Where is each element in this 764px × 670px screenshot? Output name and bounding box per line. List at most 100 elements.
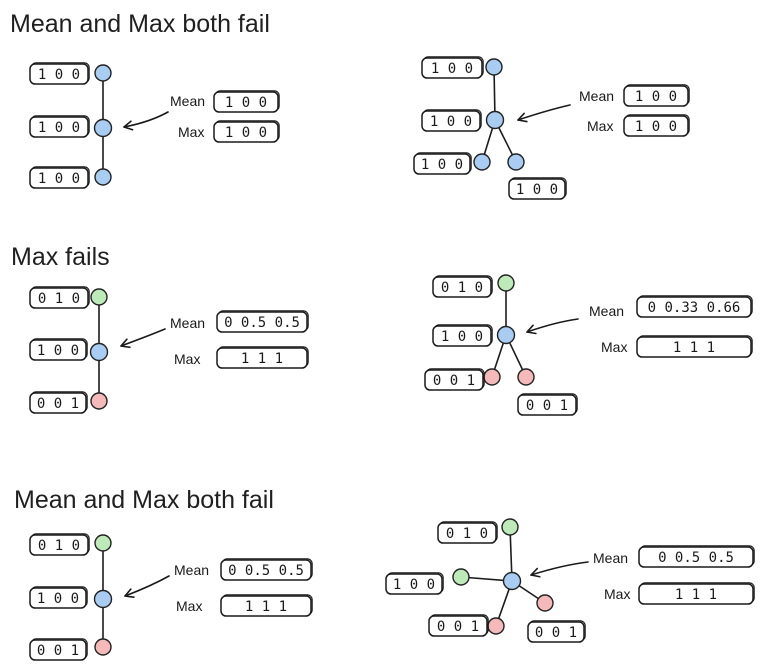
center-feature: 1 0 0 — [29, 338, 88, 361]
mean-value-text: 0 0.33 0.66 — [648, 300, 741, 316]
max-label: Max — [176, 598, 202, 614]
max-value-text: 1 1 1 — [673, 340, 715, 356]
mean-value-text: 0 0.5 0.5 — [658, 550, 734, 566]
mean-label: Mean — [174, 562, 209, 578]
mean-value-text: 1 0 0 — [635, 89, 677, 105]
mean-value-text: 0 0.5 0.5 — [228, 563, 304, 579]
max-value: 1 1 1 — [216, 346, 309, 369]
arrowhead — [526, 324, 537, 335]
center-feature: 1 0 0 — [29, 586, 88, 609]
neighbor-node — [497, 274, 515, 292]
mean-label: Mean — [589, 303, 624, 319]
neighbor-feature: 0 1 0 — [29, 533, 90, 556]
mean-value: 1 0 0 — [213, 90, 280, 113]
arrow — [530, 561, 589, 576]
neighbor-node — [487, 617, 505, 635]
max-value-text: 1 0 0 — [225, 125, 267, 141]
neighbor-feature-text: 0 0 1 — [433, 373, 475, 389]
max-label: Max — [587, 118, 613, 134]
center-node — [485, 110, 505, 130]
center-node — [89, 342, 109, 362]
neighbor-feature: 1 0 0 — [413, 152, 472, 175]
max-value: 1 0 0 — [623, 114, 690, 137]
center-feature: 1 0 0 — [29, 115, 90, 138]
neighbor-node — [485, 58, 503, 76]
neighbor-feature: 0 0 1 — [517, 393, 578, 416]
neighbor-feature-text: 0 0 1 — [526, 398, 568, 414]
arrow — [124, 575, 170, 597]
neighbor-feature: 0 0 1 — [29, 391, 88, 414]
center-node — [93, 589, 113, 609]
neighbor-feature: 1 0 0 — [421, 56, 484, 79]
neighbor-feature-text: 0 0 1 — [37, 396, 79, 412]
neighbor-node — [536, 594, 554, 612]
neighbor-feature: 0 0 1 — [29, 638, 88, 661]
center-feature-text: 1 0 0 — [37, 591, 79, 607]
neighbor-feature: 0 1 0 — [437, 521, 498, 544]
arrowhead — [124, 588, 135, 598]
neighbor-feature-text: 1 0 0 — [38, 67, 80, 83]
neighbor-node — [473, 153, 491, 171]
arrow — [123, 111, 169, 128]
neighbor-node — [483, 368, 501, 386]
neighbor-feature-text: 1 0 0 — [431, 61, 473, 77]
neighbor-feature: 1 0 0 — [29, 166, 90, 189]
mean-value: 0 0.5 0.5 — [216, 310, 309, 333]
neighbor-feature-text: 0 1 0 — [38, 291, 80, 307]
arrowhead — [517, 112, 528, 123]
neighbor-node — [94, 534, 112, 552]
neighbor-feature: 0 0 1 — [424, 368, 485, 391]
max-value: 1 1 1 — [638, 582, 755, 605]
mean-label: Mean — [170, 315, 205, 331]
neighbor-feature: 0 0 1 — [527, 620, 586, 643]
mean-label: Mean — [579, 88, 614, 104]
neighbor-node — [90, 288, 108, 306]
max-value: 1 1 1 — [220, 594, 313, 617]
center-feature-text: 1 0 0 — [38, 120, 80, 136]
neighbor-node — [94, 64, 112, 82]
center-feature: 1 0 0 — [432, 324, 493, 347]
neighbor-feature-text: 0 0 1 — [37, 643, 79, 659]
mean-value: 0 0.33 0.66 — [636, 295, 753, 318]
neighbor-feature: 0 1 0 — [432, 275, 493, 298]
center-node — [502, 571, 522, 591]
neighbor-node — [507, 153, 525, 171]
neighbor-feature: 1 0 0 — [385, 572, 444, 595]
mean-value: 0 0.5 0.5 — [220, 558, 313, 581]
max-label: Max — [601, 339, 627, 355]
max-label: Max — [178, 124, 204, 140]
max-value: 1 1 1 — [636, 335, 753, 358]
neighbor-feature-text: 0 1 0 — [446, 526, 488, 542]
center-feature-text: 1 0 0 — [441, 329, 483, 345]
neighbor-feature-text: 0 0 1 — [535, 625, 577, 641]
center-node — [93, 118, 113, 138]
max-value-text: 1 1 1 — [241, 351, 283, 367]
neighbor-node — [517, 368, 535, 386]
section-title-1: Mean and Max both fail — [10, 10, 270, 38]
neighbor-feature: 0 0 1 — [428, 614, 489, 637]
max-value-text: 1 0 0 — [635, 119, 677, 135]
neighbor-feature-text: 0 1 0 — [441, 280, 483, 296]
mean-value: 1 0 0 — [623, 84, 690, 107]
arrow — [517, 104, 571, 121]
mean-value-text: 0 0.5 0.5 — [224, 315, 300, 331]
max-value: 1 0 0 — [213, 120, 280, 143]
arrowhead — [530, 567, 541, 578]
section-title-2: Max fails — [11, 243, 110, 271]
neighbor-feature-text: 1 0 0 — [516, 182, 558, 198]
arrowhead — [123, 120, 134, 131]
neighbor-feature: 1 0 0 — [508, 177, 567, 200]
center-feature-text: 1 0 0 — [430, 114, 472, 130]
neighbor-feature-text: 1 0 0 — [421, 157, 463, 173]
neighbor-feature-text: 0 1 0 — [38, 538, 80, 554]
center-node — [496, 325, 516, 345]
neighbor-node — [452, 568, 470, 586]
mean-value: 0 0.5 0.5 — [638, 545, 755, 568]
